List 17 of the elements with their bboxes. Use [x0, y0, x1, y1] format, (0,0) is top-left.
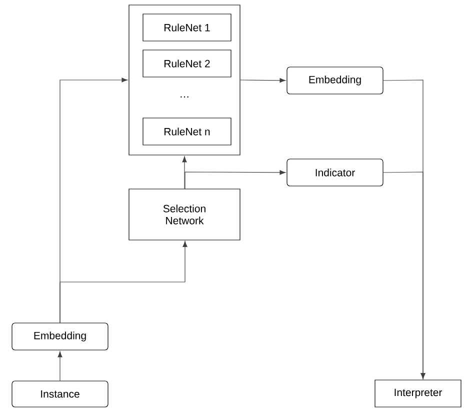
arrow	[240, 78, 286, 83]
process-box: RuleNet 1	[142, 14, 232, 42]
ellipsis: …	[180, 96, 188, 98]
rounded-box: Indicator	[286, 158, 384, 186]
rulenet-container	[128, 4, 240, 156]
arrow	[184, 170, 286, 190]
rounded-box: Embedding	[12, 322, 108, 350]
arrow	[58, 351, 62, 381]
arrow	[182, 156, 187, 189]
arrow	[383, 172, 426, 379]
process-box: RuleNet n	[142, 118, 232, 146]
network-box: Selection Network	[128, 188, 240, 240]
output-box: Interpreter	[374, 380, 462, 408]
process-box: RuleNet 2	[142, 50, 232, 78]
rounded-box: Instance	[12, 380, 108, 408]
rounded-box: Embedding	[286, 66, 384, 94]
arrow	[60, 241, 188, 324]
